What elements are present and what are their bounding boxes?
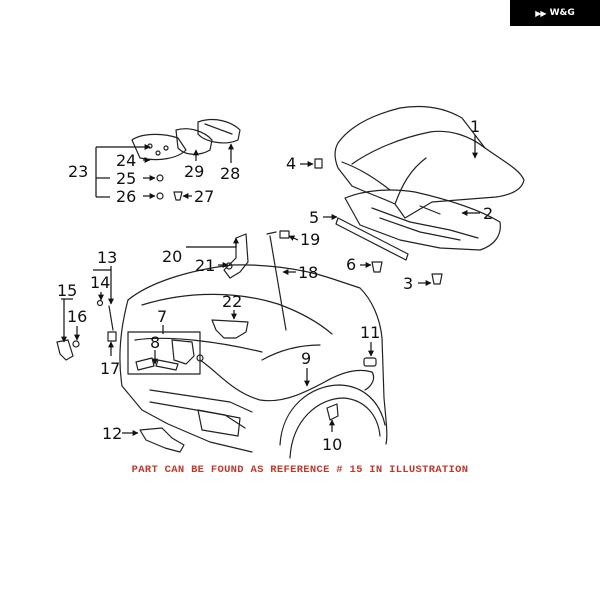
latch-11 [363,357,377,367]
callout-20: 20 [162,247,182,266]
callout-3: 3 [403,274,413,293]
callout-19: 19 [300,230,320,249]
brand-badge: ▶▶ W&G [510,0,600,26]
callout-16: 16 [67,307,87,326]
callout-22: 22 [222,292,242,311]
callout-9: 9 [301,349,311,368]
callout-11: 11 [360,323,380,342]
prop-rod-13 [108,305,114,331]
callout-2: 2 [483,204,493,223]
bracket-12 [139,427,185,453]
callout-6: 6 [346,255,356,274]
brand-text: W&G [549,8,575,18]
clip-3 [431,273,443,285]
hood-panel [334,105,525,219]
callout-27: 27 [194,187,214,206]
vehicle-front [127,264,388,445]
clip-6 [371,261,383,273]
callout-21: 21 [195,256,215,275]
bolt-16 [72,340,80,348]
support-rod [269,235,287,331]
tray-24 [131,133,187,161]
callout-26: 26 [116,187,136,206]
screw-27 [173,191,183,201]
callout-12: 12 [102,424,122,443]
hood-insulator [344,189,501,251]
callout-28: 28 [220,164,240,183]
nut-25 [156,174,164,182]
callout-8: 8 [150,333,160,352]
grommet-14 [96,299,104,307]
callout-13: 13 [97,248,117,267]
panel-29 [175,128,213,155]
bolt-26 [156,192,164,200]
cushion-17 [107,331,117,342]
hood-hinge [223,233,249,279]
callout-25: 25 [116,169,136,188]
callout-7: 7 [157,307,167,326]
latch-22 [211,319,249,339]
bumper-4 [314,158,323,169]
logo-mark-icon: ▶▶ [535,8,546,18]
panel-28 [197,118,241,144]
callout-17: 17 [100,359,120,378]
callout-1: 1 [470,117,480,136]
callout-18: 18 [298,263,318,282]
release-cable [199,359,373,402]
callout-5: 5 [309,208,319,227]
callout-14: 14 [90,273,110,292]
callout-15: 15 [57,281,77,300]
latch-group-box [127,331,201,375]
callout-10: 10 [322,435,342,454]
wheel-arch [279,384,386,446]
release-handle [326,403,339,421]
holder-15 [56,339,74,361]
callout-23: 23 [68,162,88,181]
callout-4: 4 [286,154,296,173]
hood-seal [335,217,409,261]
callout-29: 29 [184,162,204,181]
reference-note: PART CAN BE FOUND AS REFERENCE # 15 IN I… [131,464,469,476]
clip-19 [279,230,290,239]
callout-24: 24 [116,151,136,170]
